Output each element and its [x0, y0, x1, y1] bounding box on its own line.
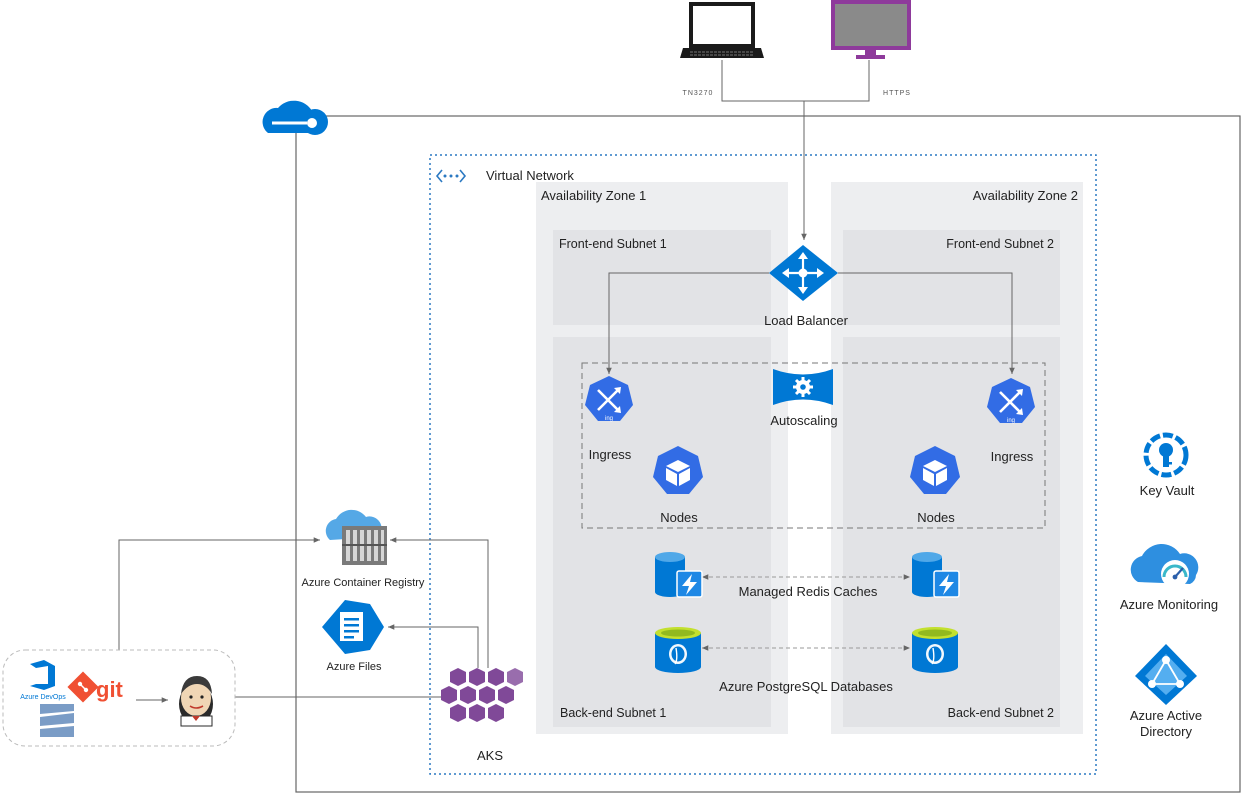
stack-icon [40, 704, 74, 737]
nodes-right-icon [910, 446, 960, 494]
backend-subnet-1-label: Back-end Subnet 1 [560, 706, 666, 720]
ingress-right-icon: ing [987, 378, 1035, 424]
azure-cloud-icon [262, 100, 328, 135]
postgres-left-icon [655, 627, 701, 673]
monitoring-icon [1130, 544, 1199, 588]
https-label: HTTPS [883, 90, 911, 97]
jenkins-icon [179, 676, 213, 727]
azure-files-icon [322, 600, 384, 654]
monitor-icon [831, 0, 911, 59]
ingress-right-label: Ingress [991, 449, 1034, 464]
azure-devops-label: Azure DevOps [20, 694, 66, 701]
virtual-network-boundary [429, 154, 1097, 775]
aks-label: AKS [477, 748, 503, 763]
redis-left-icon [655, 552, 703, 598]
load-balancer-label: Load Balancer [764, 313, 849, 328]
postgres-right-icon [912, 627, 958, 673]
availability-zone-2-label: Availability Zone 2 [973, 188, 1078, 203]
key-vault-label: Key Vault [1140, 483, 1195, 498]
acr-label: Azure Container Registry [302, 577, 425, 589]
active-directory-icon [1135, 644, 1197, 705]
git-icon [67, 671, 99, 703]
lb-to-ingress-left [606, 272, 769, 374]
vnet-icon [435, 169, 467, 183]
redis-label: Managed Redis Caches [739, 584, 878, 599]
autoscaling-icon [773, 369, 833, 405]
key-vault-icon [1143, 432, 1189, 478]
frontend-subnet-2 [843, 230, 1060, 325]
lb-to-ingress-right [838, 272, 1015, 374]
files-label: Azure Files [326, 661, 382, 673]
load-balancer-icon [769, 245, 838, 301]
monitoring-label: Azure Monitoring [1120, 597, 1218, 612]
tn3270-label: TN3270 [683, 90, 714, 97]
aks-icon [441, 668, 523, 722]
frontend-subnet-1 [553, 230, 771, 325]
aad-label-line2: Directory [1140, 724, 1193, 739]
autoscaling-label: Autoscaling [770, 413, 837, 428]
redis-right-icon [912, 552, 960, 598]
laptop-icon [680, 2, 764, 58]
nodes-left-icon [653, 446, 703, 494]
git-label: git [96, 677, 124, 702]
nodes-left-label: Nodes [660, 510, 698, 525]
ingress-left-icon: ing [585, 376, 633, 422]
ing-left-badge: ing [605, 416, 613, 422]
backend-subnet-2-label: Back-end Subnet 2 [948, 706, 1054, 720]
ingress-left-label: Ingress [589, 447, 632, 462]
aks-to-acr-arrow [390, 537, 489, 668]
aks-cluster-boundary [581, 362, 1046, 529]
devops-to-acr-arrow [118, 537, 320, 650]
azure-devops-icon [30, 660, 55, 690]
virtual-network-label: Virtual Network [486, 168, 574, 183]
client-join-line [721, 60, 870, 102]
container-registry-icon [325, 509, 387, 565]
azure-boundary [295, 115, 1241, 793]
availability-zone-1-label: Availability Zone 1 [541, 188, 646, 203]
nodes-right-label: Nodes [917, 510, 955, 525]
aad-label-line1: Azure Active [1130, 708, 1202, 723]
aks-to-files-arrow [388, 624, 479, 668]
frontend-subnet-1-label: Front-end Subnet 1 [559, 237, 667, 251]
postgres-label: Azure PostgreSQL Databases [719, 679, 893, 694]
cicd-group-boundary [2, 649, 236, 747]
ing-right-badge: ing [1007, 418, 1015, 424]
frontend-subnet-2-label: Front-end Subnet 2 [946, 237, 1054, 251]
